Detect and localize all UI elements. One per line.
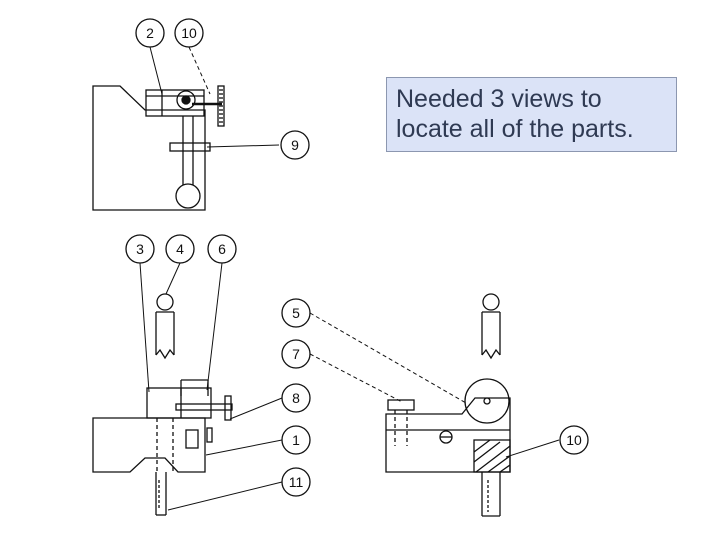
svg-text:7: 7 xyxy=(292,346,300,362)
callout-9: 9 xyxy=(280,130,310,160)
svg-text:6: 6 xyxy=(218,241,226,257)
svg-text:2: 2 xyxy=(146,25,154,41)
svg-text:10: 10 xyxy=(181,25,197,41)
svg-text:4: 4 xyxy=(176,241,184,257)
callout-5: 5 xyxy=(281,298,311,328)
top-view xyxy=(92,85,225,211)
callout-8: 8 xyxy=(281,383,311,413)
svg-text:11: 11 xyxy=(289,474,304,490)
callout-6: 6 xyxy=(207,234,237,264)
annotation-note: Needed 3 views to locate all of the part… xyxy=(386,77,677,152)
side-view xyxy=(385,293,511,517)
callout-4: 4 xyxy=(165,234,195,264)
svg-text:3: 3 xyxy=(136,241,144,257)
callout-11: 11 xyxy=(281,467,311,497)
svg-text:1: 1 xyxy=(292,432,300,448)
note-line-1: Needed 3 views to xyxy=(396,85,602,113)
leader-lines xyxy=(139,46,560,511)
callout-10-top: 10 xyxy=(174,18,204,48)
front-view xyxy=(92,293,233,516)
note-line-2: locate all of the parts. xyxy=(396,115,634,143)
callout-10-side: 10 xyxy=(559,425,589,455)
callout-1: 1 xyxy=(281,425,311,455)
svg-text:5: 5 xyxy=(292,305,300,321)
callout-7: 7 xyxy=(281,339,311,369)
callout-2: 2 xyxy=(135,18,165,48)
callout-3: 3 xyxy=(125,234,155,264)
svg-text:9: 9 xyxy=(291,137,299,153)
svg-text:10: 10 xyxy=(566,432,582,448)
svg-text:8: 8 xyxy=(292,390,300,406)
